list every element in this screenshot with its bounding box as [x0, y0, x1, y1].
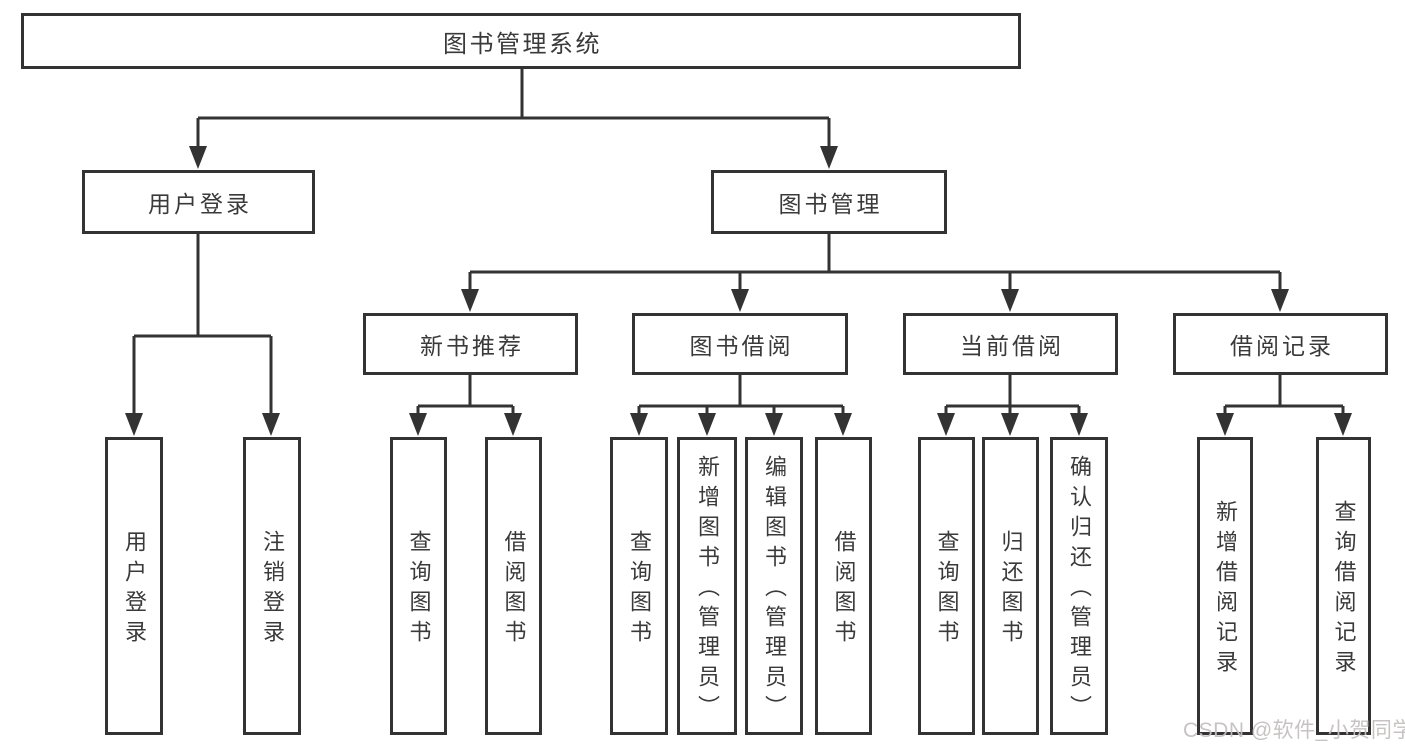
leaf-label: 新增借阅记录	[1213, 500, 1238, 680]
leaf-borrow-books-recommend: 借阅图书	[485, 437, 542, 735]
leaf-borrow-books: 借阅图书	[815, 437, 872, 735]
leaf-edit-book-admin: 编辑图书（管理员）	[745, 437, 803, 735]
leaf-query-borrow-record: 查询借阅记录	[1316, 437, 1371, 735]
leaf-add-book-admin: 新增图书（管理员）	[677, 437, 737, 735]
node-user-login: 用户登录	[82, 170, 315, 234]
leaf-label: 借阅图书	[501, 530, 527, 650]
leaf-label: 归还图书	[998, 530, 1024, 650]
leaf-user-login: 用户登录	[105, 437, 163, 735]
node-label: 新书推荐	[420, 333, 524, 359]
leaf-label: 确认归还（管理员）	[1067, 455, 1092, 725]
leaf-label: 查询借阅记录	[1331, 500, 1357, 680]
leaf-logout: 注销登录	[243, 437, 301, 735]
connector-root-to-level2	[196, 69, 831, 150]
node-book-borrow: 图书借阅	[632, 313, 848, 375]
node-label: 借阅记录	[1230, 333, 1334, 359]
node-label: 图书借阅	[689, 333, 794, 359]
leaf-label: 新增图书（管理员）	[695, 455, 720, 725]
leaf-label: 借阅图书	[831, 530, 857, 650]
connector-new-book-recommend-to-leaves	[416, 374, 515, 417]
leaf-query-books-borrow: 查询图书	[610, 437, 668, 735]
connector-book-borrow-to-leaves	[637, 374, 845, 417]
leaf-label: 用户登录	[122, 530, 147, 650]
leaf-label: 注销登录	[260, 530, 285, 650]
leaf-label: 查询图书	[627, 530, 652, 650]
node-library-management-system: 图书管理系统	[21, 13, 1021, 69]
connector-book-management-to-level3	[468, 233, 1282, 292]
leaf-query-books-recommend: 查询图书	[390, 437, 447, 735]
node-label: 用户登录	[148, 191, 252, 217]
leaf-confirm-return-admin: 确认归还（管理员）	[1050, 437, 1108, 735]
connector-borrow-records-to-leaves	[1223, 374, 1345, 417]
node-borrow-records: 借阅记录	[1173, 313, 1388, 375]
leaf-return-book: 归还图书	[982, 437, 1039, 735]
node-current-borrow: 当前借阅	[903, 313, 1118, 375]
leaf-label: 编辑图书（管理员）	[762, 455, 787, 725]
csdn-watermark: CSDN @软件_小贺同学	[1183, 719, 1405, 742]
node-book-management: 图书管理	[711, 170, 947, 234]
node-new-book-recommend: 新书推荐	[363, 313, 578, 375]
connector-current-borrow-to-leaves	[944, 374, 1081, 417]
leaf-label: 查询图书	[934, 530, 960, 650]
node-label: 当前借阅	[960, 333, 1064, 359]
leaf-label: 查询图书	[406, 530, 432, 650]
connector-user-login-to-leaves	[132, 233, 273, 416]
node-label: 图书管理系统	[443, 30, 602, 58]
leaf-add-borrow-record: 新增借阅记录	[1197, 437, 1253, 735]
leaf-query-books-current: 查询图书	[918, 437, 975, 735]
node-label: 图书管理	[778, 191, 883, 217]
